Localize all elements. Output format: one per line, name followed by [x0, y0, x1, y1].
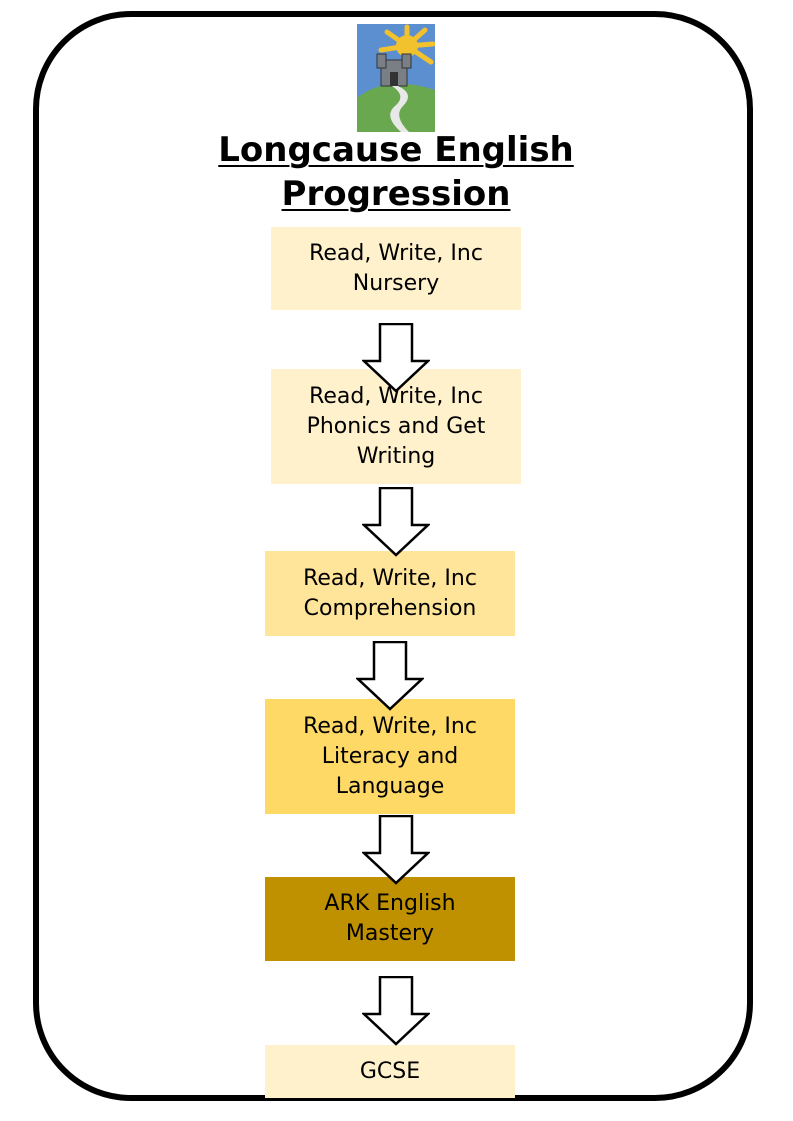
stage-label: GCSE	[359, 1058, 421, 1084]
stage-label: Literacy and	[321, 743, 459, 769]
title-line-2: Progression	[281, 174, 511, 214]
stage-label: Phonics and Get	[306, 413, 486, 439]
page-frame	[33, 11, 753, 1101]
page-title: Longcause English Progression	[196, 128, 596, 216]
stage-label: Nursery	[352, 270, 440, 296]
stage-label: Mastery	[345, 921, 435, 946]
castle-logo-icon	[357, 24, 435, 132]
stage-label: Comprehension	[303, 595, 477, 621]
down-arrow-icon	[356, 641, 424, 711]
title-line-1: Longcause English	[218, 130, 574, 170]
down-arrow-icon	[362, 976, 430, 1046]
stage-literacy-language: Read, Write, Inc Literacy and Language	[265, 699, 515, 814]
stage-label: Read, Write, Inc	[303, 713, 477, 739]
down-arrow-icon	[362, 487, 430, 557]
stage-comprehension: Read, Write, Inc Comprehension	[265, 551, 515, 636]
stage-gcse: GCSE	[265, 1045, 515, 1098]
stage-nursery: Read, Write, Inc Nursery	[271, 227, 521, 310]
down-arrow-icon	[362, 815, 430, 885]
stage-label: Writing	[356, 443, 436, 469]
stage-label: Read, Write, Inc	[309, 240, 483, 266]
stage-label: ARK English	[324, 891, 456, 916]
stage-label: Read, Write, Inc	[303, 565, 477, 591]
stage-ark-english-mastery: ARK English Mastery	[265, 877, 515, 961]
stage-label: Language	[335, 773, 445, 799]
down-arrow-icon	[362, 323, 430, 393]
